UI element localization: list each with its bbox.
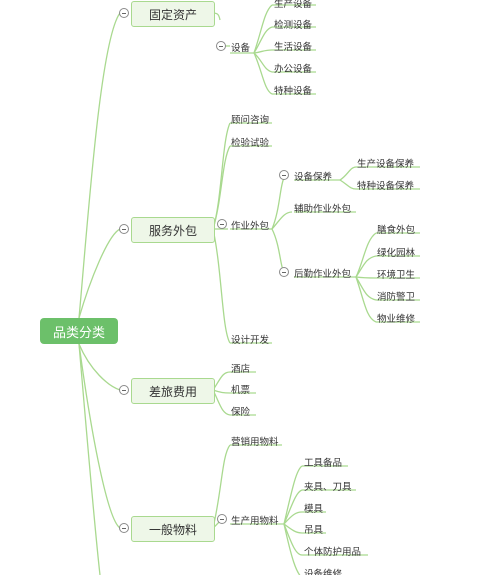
leaf-node[interactable]: 特种设备 [274,86,313,97]
leaf-node[interactable]: 膳食外包 [377,225,416,236]
leaf-node[interactable]: 模具 [304,504,324,515]
node-equipment[interactable]: 设备 [231,43,251,54]
leaf-node[interactable]: 环境卫生 [377,270,416,281]
leaf-node[interactable]: 消防警卫 [377,292,416,303]
collapse-toggle-icon[interactable] [279,267,289,277]
category-fixed-assets[interactable]: 固定资产 [131,1,215,27]
collapse-toggle-icon[interactable] [119,523,129,533]
node-logistics-outsourcing[interactable]: 后勤作业外包 [294,269,352,280]
leaf-node[interactable]: 夹具、刀具 [304,482,352,493]
leaf-node[interactable]: 物业维修 [377,314,416,325]
leaf-node[interactable]: 生产设备保养 [357,159,415,170]
node-production-materials[interactable]: 生产用物料 [231,516,279,527]
node-equipment-maintenance[interactable]: 设备保养 [294,172,333,183]
leaf-node[interactable]: 设计开发 [231,335,270,346]
collapse-toggle-icon[interactable] [217,219,227,229]
collapse-toggle-icon[interactable] [216,41,226,51]
leaf-node[interactable]: 酒店 [231,364,251,375]
collapse-toggle-icon[interactable] [217,514,227,524]
leaf-node[interactable]: 吊具 [304,525,324,536]
leaf-node[interactable]: 特种设备保养 [357,181,415,192]
leaf-node[interactable]: 设备维修 [304,569,343,575]
category-general-materials[interactable]: 一般物料 [131,516,215,542]
collapse-toggle-icon[interactable] [119,224,129,234]
leaf-node[interactable]: 工具备品 [304,458,343,469]
collapse-toggle-icon[interactable] [119,385,129,395]
leaf-node[interactable]: 顾问咨询 [231,115,270,126]
collapse-toggle-icon[interactable] [119,8,129,18]
category-service-outsourcing[interactable]: 服务外包 [131,217,215,243]
category-travel[interactable]: 差旅费用 [131,378,215,404]
root-node[interactable]: 品类分类 [40,318,118,344]
leaf-node[interactable]: 生活设备 [274,42,313,53]
leaf-node[interactable]: 检验试验 [231,138,270,149]
collapse-toggle-icon[interactable] [279,170,289,180]
leaf-node[interactable]: 生产设备 [274,0,313,10]
leaf-node[interactable]: 个体防护用品 [304,547,362,558]
leaf-node[interactable]: 检测设备 [274,20,313,31]
node-operation-outsourcing[interactable]: 作业外包 [231,221,270,232]
leaf-node[interactable]: 辅助作业外包 [294,204,352,215]
leaf-node[interactable]: 办公设备 [274,64,313,75]
leaf-node[interactable]: 绿化园林 [377,248,416,259]
leaf-node[interactable]: 保险 [231,407,251,418]
leaf-node[interactable]: 机票 [231,385,251,396]
leaf-node[interactable]: 营销用物料 [231,437,279,448]
